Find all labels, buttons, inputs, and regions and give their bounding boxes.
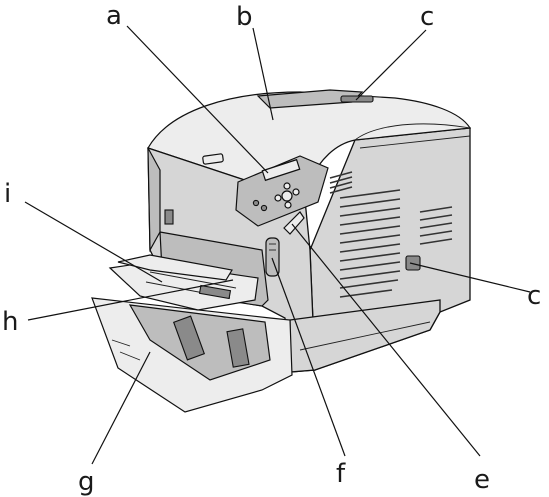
callout-g: g [78,467,95,497]
control-panel-housing [235,155,329,227]
cassette-guide-2 [226,328,250,368]
paper-cassette [91,297,293,413]
callout-c-side: c [527,281,541,311]
top-cover-seam [354,123,471,141]
panel-button-right [292,188,300,196]
cassette-guide-1 [172,315,206,361]
mp-tray-extension [117,254,233,281]
leader-b [252,27,274,121]
leader-f [271,257,346,457]
callout-c-top: c [420,2,434,32]
top-cover [147,91,472,201]
top-vents [329,171,353,194]
panel-button-left [274,194,282,202]
callout-a: a [106,1,122,31]
leader-c-top [355,29,427,101]
panel-led-2 [260,204,268,212]
side-vent-large [339,189,401,298]
logo-plate [202,153,224,165]
leader-a [126,25,269,174]
panel-button-center [281,190,293,202]
mp-tray-guide [198,284,232,300]
left-wall-tab [164,209,174,225]
control-panel [235,155,329,227]
panel-led-1 [252,199,260,207]
leader-h [27,279,234,321]
callout-e: e [474,465,490,495]
mp-tray [108,254,259,311]
power-switch [405,255,421,271]
leader-i [24,201,163,283]
top-cover-edge [359,135,471,149]
leader-d [409,262,531,293]
side-vent-small [419,206,453,245]
callout-b: b [236,2,253,32]
callout-h: h [2,307,18,337]
lcd-display [261,158,301,182]
callout-i: i [4,179,11,209]
leader-e [291,223,481,457]
front-cover-latch [283,211,305,235]
leader-lines [24,25,531,465]
panel-button-down [284,201,292,209]
printer-illustration [91,89,472,413]
front-left-wall [147,147,161,253]
callout-f: f [336,459,346,489]
leader-g [91,351,151,465]
callout-labels: a b c c e f g h i [2,1,541,497]
panel-button-up [283,182,291,190]
